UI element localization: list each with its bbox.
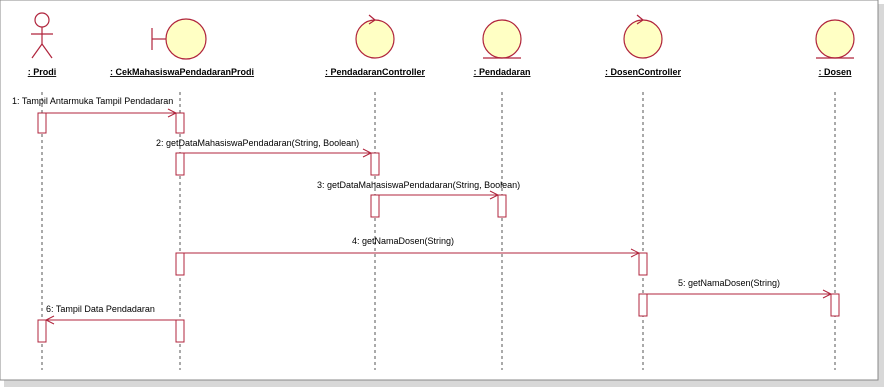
activation-prodi-1 <box>37 112 47 134</box>
participant-label-cek: : CekMahasiswaPendadaranProdi <box>110 67 254 77</box>
message-4-label: 4: getNamaDosen(String) <box>352 236 454 246</box>
participant-label-dosen: : Dosen <box>818 67 851 77</box>
message-1: 1: Tampil Antarmuka Tampil Pendadaran <box>12 96 178 118</box>
activation-prodi-2 <box>37 319 47 343</box>
message-5-label: 5: getNamaDosen(String) <box>678 278 780 288</box>
pendadaran-entity-icon <box>482 19 522 59</box>
participant-label-prodi: : Prodi <box>28 67 57 77</box>
activation-cek-4 <box>175 319 185 343</box>
message-6-label: 6: Tampil Data Pendadaran <box>46 304 155 314</box>
prodi-actor-icon <box>31 12 53 59</box>
participant-label-pendadaran: : Pendadaran <box>473 67 530 77</box>
activation-pend-1 <box>497 194 507 218</box>
message-6: 6: Tampil Data Pendadaran <box>44 304 176 325</box>
message-2: 2: getDataMahasiswaPendadaran(String, Bo… <box>156 138 373 158</box>
participant-label-dosen-controller: : DosenController <box>605 67 682 77</box>
message-2-label: 2: getDataMahasiswaPendadaran(String, Bo… <box>156 138 359 148</box>
dosen-controller-icon <box>623 14 663 59</box>
activation-dctrl-2 <box>638 293 648 317</box>
activation-pctrl-2 <box>370 194 380 218</box>
activation-cek-1 <box>175 112 185 134</box>
pendadaran-controller-icon <box>355 14 395 59</box>
message-1-label: 1: Tampil Antarmuka Tampil Pendadaran <box>12 96 173 106</box>
participant-label-pendadaran-controller: : PendadaranController <box>325 67 426 77</box>
message-5: 5: getNamaDosen(String) <box>647 278 833 299</box>
activation-dosen-1 <box>830 293 840 317</box>
boundary-icon <box>151 18 207 60</box>
message-4: 4: getNamaDosen(String) <box>184 236 641 258</box>
diagram-frame <box>0 0 879 381</box>
activation-cek-3 <box>175 252 185 276</box>
message-3: 3: getDataMahasiswaPendadaran(String, Bo… <box>317 180 520 200</box>
activation-dctrl-1 <box>638 252 648 276</box>
dosen-entity-icon <box>815 19 855 59</box>
activation-pctrl-1 <box>370 152 380 176</box>
message-3-label: 3: getDataMahasiswaPendadaran(String, Bo… <box>317 180 520 190</box>
activation-cek-2 <box>175 152 185 176</box>
